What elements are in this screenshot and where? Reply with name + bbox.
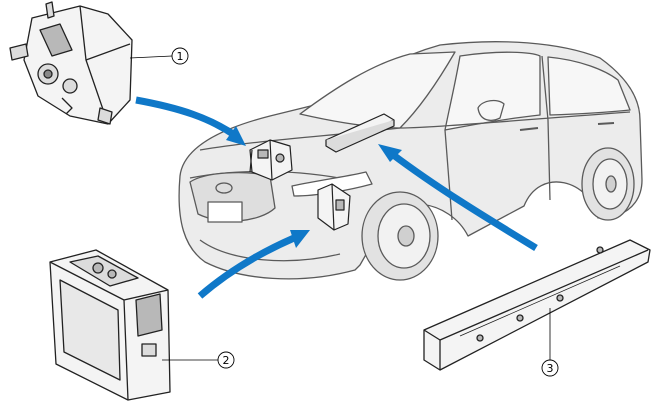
front-bumper-unit-small — [317, 183, 351, 231]
arrow-to-front-bumper — [197, 234, 296, 299]
callout-2-label: 2 — [223, 354, 230, 367]
engine-bay-unit-small — [249, 139, 293, 181]
callout-1: 1 — [129, 47, 189, 65]
arrowheads — [226, 126, 402, 248]
callout-3: 3 — [541, 308, 559, 377]
callout-2: 2 — [162, 351, 235, 369]
component-3-large — [423, 239, 651, 371]
callout-3-label: 3 — [547, 362, 554, 375]
arrow-to-engine-bay — [135, 96, 238, 139]
component-2-large — [49, 249, 171, 401]
arrows — [135, 96, 538, 299]
component-1-large — [9, 1, 133, 125]
callout-1-label: 1 — [177, 50, 184, 63]
cowl-bar-small — [325, 113, 395, 153]
vehicle-illustration — [178, 41, 643, 281]
arrow-to-cowl — [389, 151, 538, 251]
